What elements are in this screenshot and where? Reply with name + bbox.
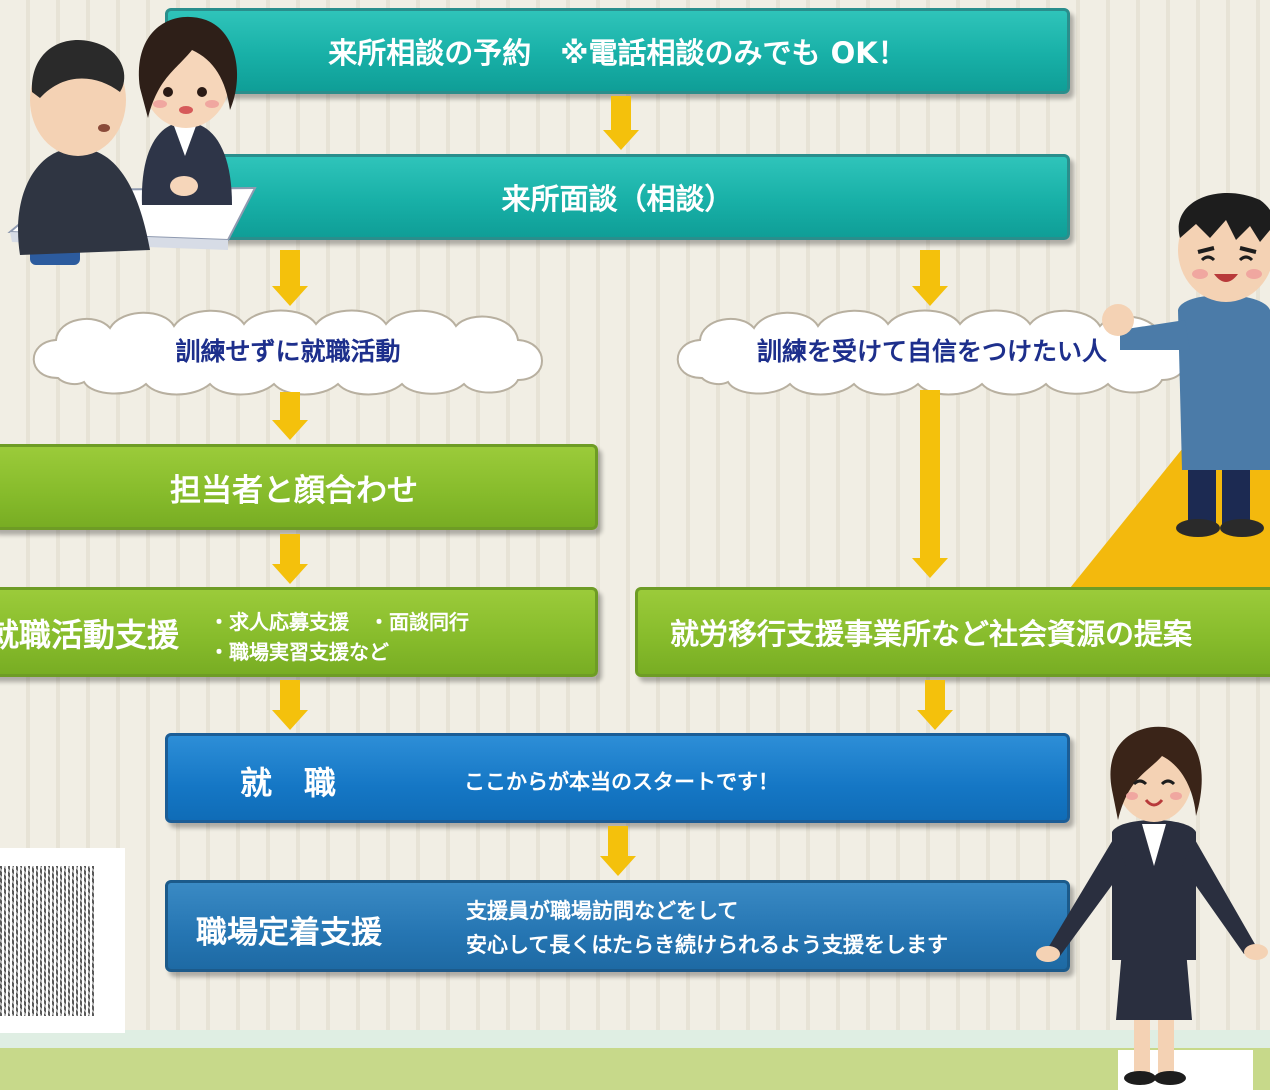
consultation-illustration [7, 16, 257, 265]
cloud-with-training: 訓練を受けて自信をつけたい人 [662, 300, 1202, 400]
retention-support-line2: 安心して長くはたらき続けられるよう支援をします [466, 933, 948, 957]
arrow-down-left-1 [272, 250, 308, 308]
arrow-down-right-2 [917, 680, 953, 732]
social-resource-proposal-box: 就労移行支援事業所など社会資源の提案 [635, 587, 1270, 677]
employment-title: 就 職 [240, 764, 337, 802]
cloud-no-training: 訓練せずに就職活動 [18, 300, 558, 400]
social-resource-proposal-text: 就労移行支援事業所など社会資源の提案 [670, 617, 1193, 651]
retention-support-box: 職場定着支援 支援員が職場訪問などをして 安心して長くはたらき続けられるよう支援… [165, 880, 1070, 972]
businesswoman-illustration [1036, 726, 1268, 1085]
interview-step-box: 来所面談（相談） [165, 154, 1070, 240]
arrow-down-left-4 [272, 680, 308, 732]
qr-code [0, 848, 125, 1033]
employment-note: ここからが本当のスタートです！ [464, 770, 779, 794]
job-search-support-line1: ・求人応募支援 ・面談同行 [209, 610, 469, 634]
cloud-no-training-text: 訓練せずに就職活動 [175, 337, 401, 366]
reservation-step-box: 来所相談の予約 ※電話相談のみでも OK！ [165, 8, 1070, 94]
interview-step-text: 来所面談（相談） [501, 182, 734, 216]
arrow-down-right-long [912, 390, 948, 582]
retention-support-line1: 支援員が職場訪問などをして [466, 899, 739, 923]
meet-staff-box: 担当者と顔合わせ [0, 444, 598, 530]
meet-staff-text: 担当者と顔合わせ [170, 472, 418, 509]
job-search-support-box: 就職活動支援 ・求人応募支援 ・面談同行 ・職場実習支援など [0, 587, 598, 677]
green-ground [0, 1048, 1270, 1090]
arrow-down-left-2 [272, 392, 308, 442]
retention-support-title: 職場定着支援 [196, 915, 382, 951]
job-search-support-line2: ・職場実習支援など [209, 640, 389, 664]
cloud-with-training-text: 訓練を受けて自信をつけたい人 [756, 337, 1107, 366]
confident-man-illustration [1102, 193, 1270, 537]
ground-strip [0, 1030, 1270, 1050]
job-search-support-title: 就職活動支援 [0, 616, 180, 654]
arrow-down-left-3 [272, 534, 308, 586]
arrow-down-right-1 [912, 250, 948, 308]
qr-code-noise [0, 866, 96, 1016]
arrow-down-center [600, 826, 636, 878]
reservation-step-text: 来所相談の予約 ※電話相談のみでも OK！ [328, 36, 907, 70]
employment-box: 就 職 ここからが本当のスタートです！ [165, 733, 1070, 823]
arrow-down-1 [603, 96, 639, 152]
